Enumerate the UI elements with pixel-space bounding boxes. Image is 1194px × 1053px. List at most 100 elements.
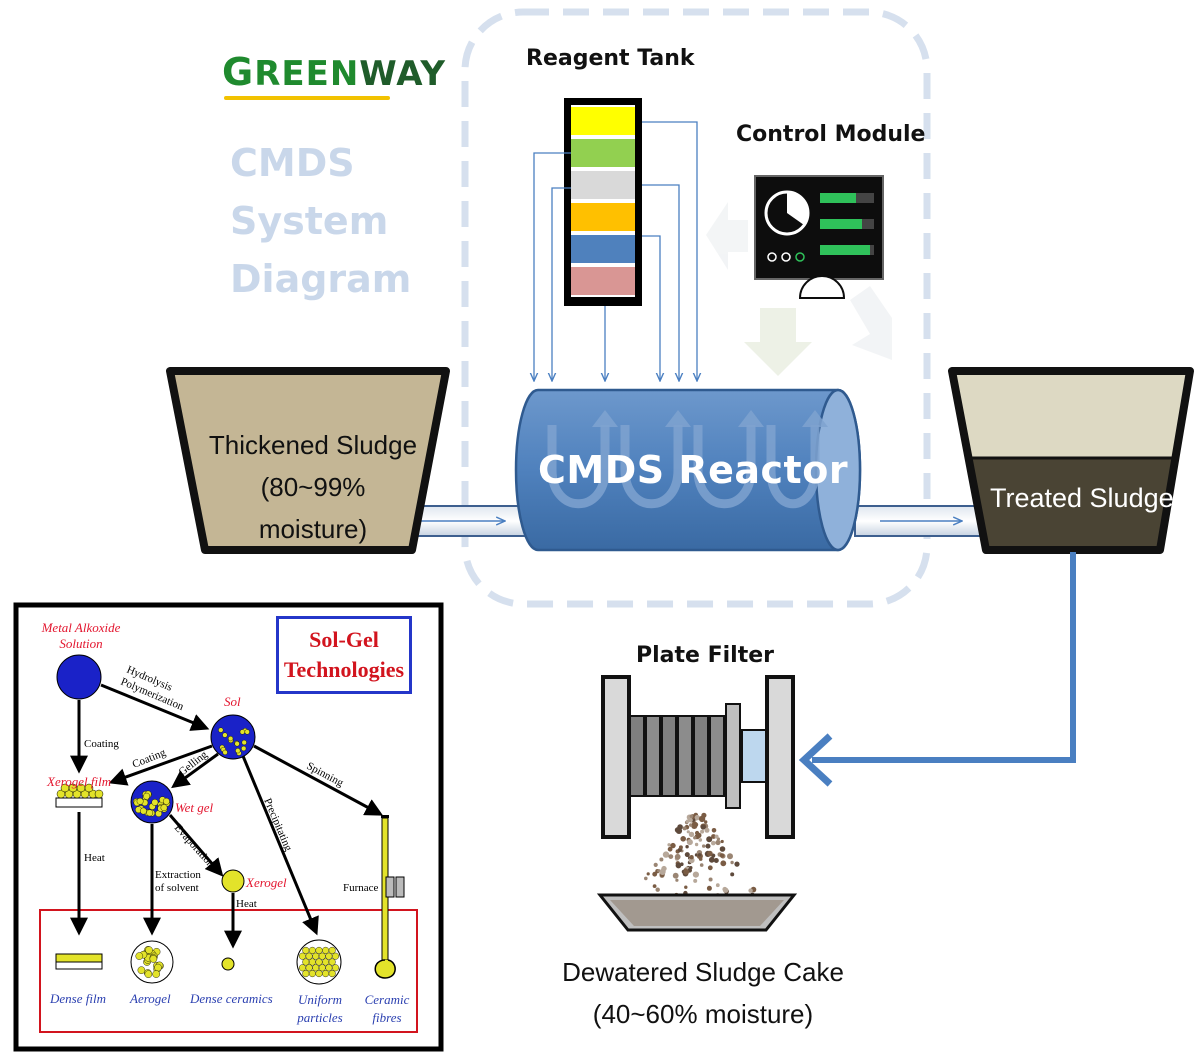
reagent-layer bbox=[571, 107, 635, 135]
sludge-particle bbox=[682, 826, 687, 831]
reagent-tank-label: Reagent Tank bbox=[526, 46, 695, 71]
sludge-particle bbox=[704, 827, 710, 833]
outlet-pipe bbox=[854, 505, 988, 537]
brand-underline bbox=[224, 96, 390, 100]
sludge-particle bbox=[706, 885, 712, 891]
particle-dot bbox=[139, 807, 147, 815]
treated-sludge-bin-bottom bbox=[968, 458, 1175, 550]
system-title: CMDS System Diagram bbox=[230, 134, 470, 308]
metal-alkoxide-line-2: Solution bbox=[59, 636, 103, 651]
particle-dot bbox=[315, 946, 323, 954]
thickened-sludge-bin bbox=[166, 367, 450, 554]
sludge-particle bbox=[714, 834, 719, 839]
particle-dot bbox=[328, 958, 336, 966]
particle-dot bbox=[302, 958, 310, 966]
particle-dot bbox=[302, 970, 310, 978]
title-line-2: System bbox=[230, 199, 389, 243]
control-signal-arrows bbox=[706, 202, 892, 376]
particle-dot bbox=[152, 970, 160, 978]
sludge-particle bbox=[719, 853, 725, 858]
sludge-particle bbox=[727, 853, 733, 860]
furnace-label: Furnace bbox=[343, 882, 379, 894]
sludge-particle bbox=[711, 828, 717, 833]
sludge-particle bbox=[700, 829, 705, 834]
particle-dot bbox=[308, 946, 316, 954]
sol-gel-process-arrows bbox=[70, 683, 384, 949]
particle-dot bbox=[308, 958, 316, 966]
ceramic-fibre-coil bbox=[374, 959, 396, 979]
greenway-logo: GREENWAY bbox=[222, 50, 446, 112]
sludge-particle bbox=[734, 861, 740, 867]
particle-dot bbox=[146, 809, 154, 817]
xerogel-film-label: Xerogel film bbox=[47, 774, 112, 789]
reactor-label: CMDS Reactor bbox=[538, 448, 849, 492]
sludge-particle bbox=[708, 877, 713, 882]
xerogel-circle bbox=[221, 869, 245, 893]
process-boundary bbox=[461, 8, 931, 608]
dense-film-icon bbox=[55, 953, 103, 970]
particle-dot bbox=[305, 964, 313, 972]
particle-dot bbox=[160, 804, 168, 812]
sludge-particle bbox=[667, 843, 671, 847]
particle-dot bbox=[228, 735, 234, 742]
sludge-particle bbox=[707, 850, 713, 857]
reagent-layer bbox=[571, 267, 635, 295]
sludge-particle bbox=[730, 872, 735, 877]
sludge-particle bbox=[698, 815, 706, 823]
sludge-particle bbox=[689, 814, 694, 818]
particle-dot bbox=[149, 955, 158, 963]
greenway-wordmark: GREENWAY bbox=[222, 50, 446, 94]
sludge-particle bbox=[677, 824, 683, 830]
control-module-label: Control Module bbox=[736, 122, 926, 147]
sludge-particle bbox=[685, 819, 690, 824]
particle-dot bbox=[315, 958, 323, 966]
sludge-particle bbox=[662, 851, 670, 858]
sludge-particle bbox=[748, 888, 753, 893]
sol-label: Sol bbox=[224, 694, 241, 709]
dense-film-label: Dense film bbox=[50, 991, 106, 1006]
dense-ceramics-label: Dense ceramics bbox=[190, 991, 273, 1006]
sludge-particle bbox=[691, 821, 698, 828]
falling-sludge-particles bbox=[627, 812, 757, 906]
sludge-particle bbox=[675, 878, 679, 882]
xerogel-film-icon bbox=[55, 783, 104, 808]
particle-dot bbox=[322, 946, 330, 954]
sludge-particle bbox=[683, 869, 690, 875]
sol-gel-title: Sol-Gel Technologies bbox=[276, 616, 412, 694]
particle-dot bbox=[328, 970, 336, 978]
dewatered-cake-name: Dewatered Sludge Cake bbox=[562, 957, 844, 987]
sludge-particle bbox=[720, 860, 727, 867]
particle-dot bbox=[241, 739, 247, 746]
sludge-particle bbox=[667, 846, 673, 852]
sludge-particle bbox=[719, 846, 726, 852]
particle-dot bbox=[244, 729, 250, 735]
plate-filter-label: Plate Filter bbox=[636, 643, 775, 668]
sludge-cake-tray bbox=[596, 893, 798, 932]
particle-dot bbox=[318, 964, 326, 972]
sludge-particle bbox=[672, 872, 679, 879]
heat-mid-label: Heat bbox=[236, 898, 257, 910]
treated-sludge-label: Treated Sludge bbox=[990, 483, 1174, 513]
treated-sludge-bin-top bbox=[952, 371, 1190, 458]
filter-feed-arrowhead bbox=[798, 733, 833, 787]
particle-dot bbox=[312, 952, 320, 960]
sludge-particle bbox=[644, 876, 648, 881]
sludge-particle bbox=[670, 842, 676, 849]
sludge-particle bbox=[659, 868, 666, 876]
sludge-particle bbox=[711, 840, 716, 846]
sludge-particle bbox=[704, 820, 708, 824]
metal-alkoxide-line-1: Metal Alkoxide bbox=[41, 620, 121, 635]
xerogel-label: Xerogel bbox=[246, 875, 287, 890]
particle-dot bbox=[325, 952, 333, 960]
extraction-line-2: of solvent bbox=[155, 882, 199, 894]
dewatered-cake-moisture: (40~60% moisture) bbox=[592, 999, 814, 1029]
sludge-particle bbox=[668, 854, 674, 859]
heat-left-label: Heat bbox=[84, 852, 105, 864]
reagent-layer bbox=[571, 203, 635, 231]
thickened-sludge-label: Thickened Sludge (80~99% moisture) bbox=[205, 424, 421, 550]
sludge-particle bbox=[693, 878, 698, 883]
sludge-particle bbox=[700, 824, 706, 830]
sludge-particle bbox=[694, 842, 699, 847]
sludge-particle bbox=[675, 862, 682, 869]
sludge-particle bbox=[715, 883, 720, 888]
